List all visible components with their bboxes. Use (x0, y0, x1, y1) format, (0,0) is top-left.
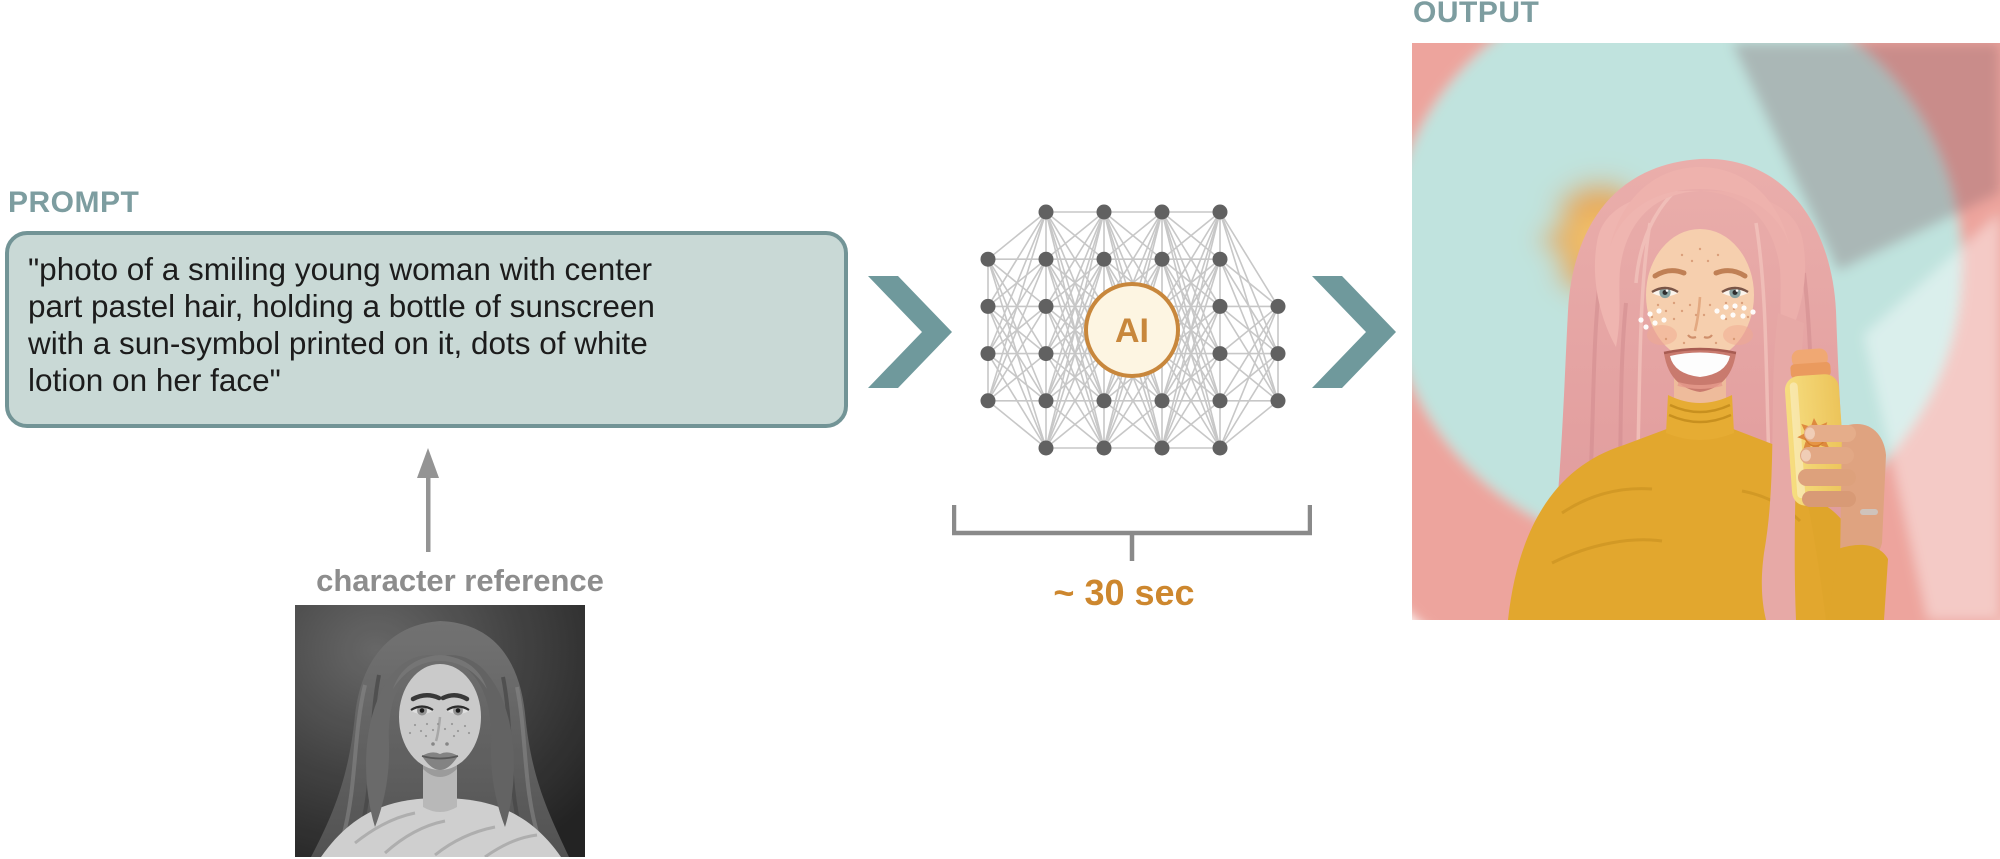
duration-bracket (952, 505, 1312, 561)
network-node (1270, 346, 1286, 362)
network-node (980, 346, 996, 362)
duration-label: ~ 30 sec (1053, 572, 1195, 613)
flow-chevron-icon (1312, 276, 1396, 388)
network-node (1038, 440, 1054, 456)
network-node (1154, 204, 1170, 220)
prompt-text-line: part pastel hair, holding a bottle of su… (28, 288, 655, 324)
network-node (1038, 298, 1054, 314)
network-node (1212, 251, 1228, 267)
neural-network-icon: AI (980, 204, 1286, 456)
output-label: OUTPUT (1413, 0, 1540, 29)
prompt-text-line: with a sun-symbol printed on it, dots of… (28, 325, 648, 361)
ai-badge (1084, 282, 1180, 378)
network-node (980, 393, 996, 409)
network-node (1038, 251, 1054, 267)
network-node (1038, 393, 1054, 409)
network-node (1096, 393, 1112, 409)
network-node (1212, 346, 1228, 362)
reference-up-arrow-icon (417, 448, 439, 552)
network-node (1038, 346, 1054, 362)
prompt-text-line: lotion on her face" (28, 362, 281, 398)
network-node (980, 251, 996, 267)
network-node (1212, 440, 1228, 456)
network-node (1154, 251, 1170, 267)
character-reference-photo (295, 605, 585, 857)
output-photo (1412, 43, 2000, 620)
prompt-label: PROMPT (8, 186, 140, 219)
network-node (1212, 393, 1228, 409)
network-node (1096, 440, 1112, 456)
network-node (1096, 204, 1112, 220)
network-node (1270, 393, 1286, 409)
network-node (1212, 298, 1228, 314)
network-node (1154, 393, 1170, 409)
prompt-box: "photo of a smiling young woman with cen… (5, 231, 848, 428)
network-node (1154, 440, 1170, 456)
network-node (1212, 204, 1228, 220)
network-node (1270, 298, 1286, 314)
ai-label: AI (1115, 312, 1149, 350)
network-node (980, 298, 996, 314)
flow-chevron-icon (868, 276, 952, 388)
network-node (1096, 251, 1112, 267)
reference-caption: character reference (316, 563, 604, 598)
prompt-text-line: "photo of a smiling young woman with cen… (28, 251, 653, 287)
network-node (1038, 204, 1054, 220)
